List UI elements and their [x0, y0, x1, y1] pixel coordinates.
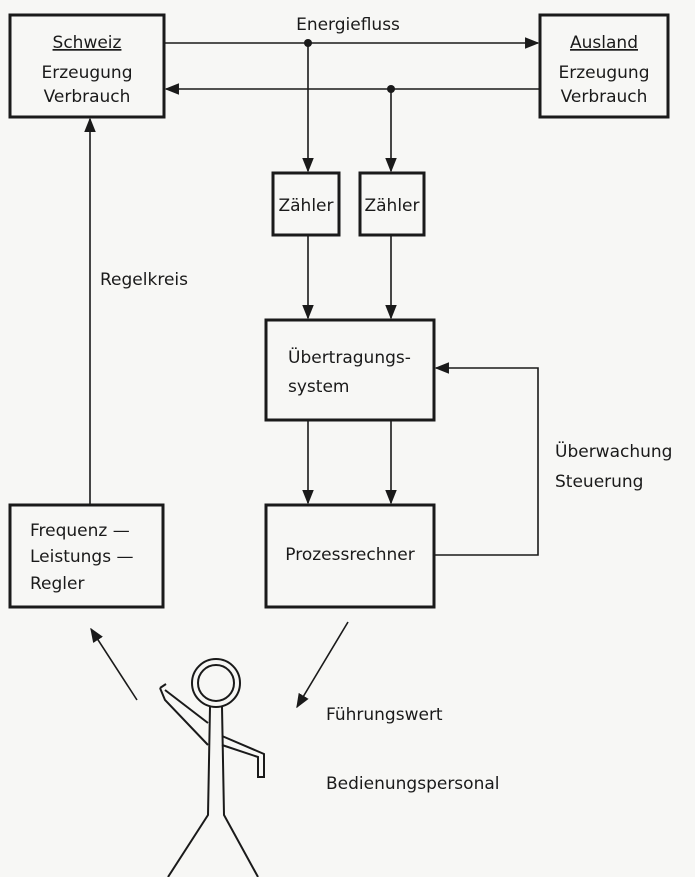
operator-to-controller-arrow [90, 627, 138, 701]
meter-right-label: Zähler [364, 196, 419, 216]
monitoring-line1: Überwachung [555, 440, 672, 462]
ausland-line1: Erzeugung [558, 63, 649, 83]
operator-figure [159, 658, 265, 877]
transmission-system-box [264, 318, 436, 422]
process-computer-label: Prozessrechner [285, 545, 414, 565]
schweiz-title: Schweiz [53, 33, 122, 53]
meter-left-box [271, 171, 341, 237]
ausland-line2: Verbrauch [561, 87, 648, 107]
schweiz-line1: Erzeugung [41, 63, 132, 83]
computer-to-operator-arrow [296, 621, 349, 709]
transmission-line2: system [288, 377, 349, 397]
transmission-line1: Übertragungs- [288, 346, 411, 368]
controller-box [8, 503, 165, 609]
operators-label: Bedienungspersonal [326, 774, 499, 794]
energy-flow-label: Energiefluss [296, 15, 400, 35]
ausland-box [538, 13, 670, 119]
controller-line2: Leistungs — [30, 547, 133, 567]
ausland-title: Ausland [570, 33, 638, 53]
meter-left-label: Zähler [278, 196, 333, 216]
reference-value-label: Führungswert [326, 705, 443, 725]
controller-line3: Regler [30, 574, 84, 594]
monitoring-feedback-loop [434, 362, 539, 556]
meter-right-box [358, 171, 426, 237]
monitoring-line2: Steuerung [555, 472, 643, 492]
controller-line1: Frequenz — [30, 521, 130, 541]
process-computer-box [264, 503, 436, 609]
schweiz-line2: Verbrauch [44, 87, 131, 107]
control-loop-label: Regelkreis [100, 270, 188, 290]
schweiz-box [8, 13, 166, 119]
